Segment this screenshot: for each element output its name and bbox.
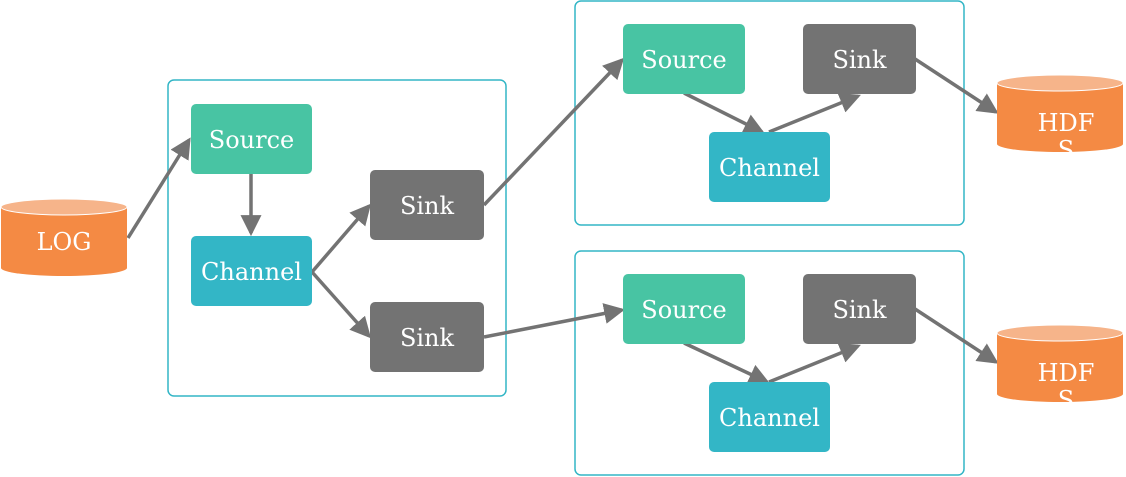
agent1-source-label: Source xyxy=(209,126,294,154)
agent-box-2 xyxy=(574,0,965,226)
connector-arrows xyxy=(126,57,999,384)
agent1-channel-node: Channel xyxy=(191,236,312,306)
agent3-source-label: Source xyxy=(641,296,726,324)
agent-box-3 xyxy=(574,250,965,476)
hdfs-storage-bottom: HDF S xyxy=(996,324,1124,414)
agent3-sink-label: Sink xyxy=(832,296,887,324)
arrow-agent3-sink-to-hdfs xyxy=(914,307,999,364)
hdfs-storage-top: HDF S xyxy=(996,74,1124,164)
agent1-source-node: Source xyxy=(191,104,312,174)
agent2-source-label: Source xyxy=(641,46,726,74)
agent1-sink-bottom-node: Sink xyxy=(370,302,484,372)
hdfs-bottom-label-line2: S xyxy=(1058,386,1074,414)
log-label: LOG xyxy=(37,228,92,256)
arrow-agent2-source-to-channel xyxy=(683,91,765,134)
arrow-agent2-sink-to-hdfs xyxy=(914,57,999,114)
agent2-sink-node: Sink xyxy=(803,24,916,94)
agent3-source-node: Source xyxy=(623,274,745,344)
arrow-channel-to-sink-top xyxy=(310,203,372,274)
agent3-sink-node: Sink xyxy=(803,274,916,344)
agent3-channel-label: Channel xyxy=(719,404,820,432)
agent3-channel-node: Channel xyxy=(709,382,830,452)
arrow-sink-to-agent3-source xyxy=(483,303,626,339)
arrow-channel-to-sink-bottom xyxy=(310,270,372,339)
agent2-source-node: Source xyxy=(623,24,745,94)
agent1-sink-bottom-label: Sink xyxy=(400,324,455,352)
agent-box-1 xyxy=(167,79,507,397)
agent1-channel-label: Channel xyxy=(201,258,302,286)
agent2-channel-label: Channel xyxy=(719,154,820,182)
agent1-sink-top-label: Sink xyxy=(400,192,455,220)
arrow-log-to-source xyxy=(126,137,191,239)
arrow-agent3-channel-to-sink xyxy=(768,342,861,384)
arrow-agent2-channel-to-sink xyxy=(768,92,861,134)
agent2-sink-label: Sink xyxy=(832,46,887,74)
hdfs-top-label-line2: S xyxy=(1058,136,1074,164)
arrow-sink-to-agent2-source xyxy=(482,57,625,207)
log-storage: LOG xyxy=(0,198,128,276)
hdfs-top-label-line1: HDF xyxy=(1038,109,1095,137)
agent1-sink-top-node: Sink xyxy=(370,170,484,240)
hdfs-bottom-label-line1: HDF xyxy=(1038,359,1095,387)
agent2-channel-node: Channel xyxy=(709,132,830,202)
arrow-agent3-source-to-channel xyxy=(683,341,770,384)
